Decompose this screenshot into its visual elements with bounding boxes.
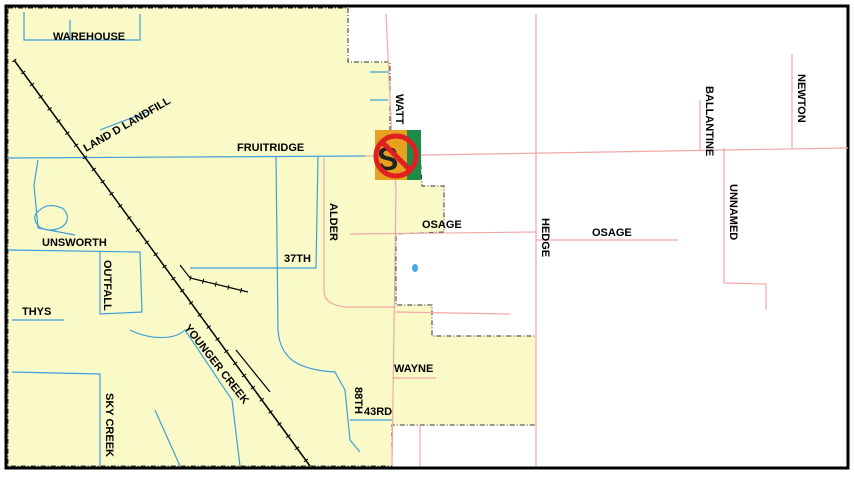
label-unsworth: UNSWORTH bbox=[42, 237, 107, 249]
label-wayne: WAYNE bbox=[394, 363, 433, 375]
label-fruitridge: FRUITRIDGE bbox=[237, 142, 304, 154]
label-88th: 88TH bbox=[352, 387, 364, 414]
label-osage-west: OSAGE bbox=[422, 219, 462, 231]
label-unnamed: UNNAMED bbox=[727, 184, 739, 240]
label-sky-creek: SKY CREEK bbox=[103, 393, 115, 457]
label-osage-east: OSAGE bbox=[592, 227, 632, 239]
label-thys: THYS bbox=[22, 306, 51, 318]
label-watt: WATT bbox=[393, 94, 405, 125]
label-warehouse: WAREHOUSE bbox=[53, 31, 125, 43]
label-newton: NEWTON bbox=[795, 74, 807, 123]
label-ballantine: BALLANTINE bbox=[703, 86, 715, 156]
railroad bbox=[11, 58, 313, 468]
label-alder: ALDER bbox=[327, 203, 339, 241]
pond-icon bbox=[412, 264, 418, 272]
label-outfall: OUTFALL bbox=[101, 260, 113, 311]
label-43rd: 43RD bbox=[364, 406, 392, 418]
label-37th: 37TH bbox=[284, 253, 311, 265]
waterways bbox=[7, 12, 392, 467]
label-hedge: HEDGE bbox=[539, 218, 551, 257]
prohibited-no-parking-icon[interactable]: S bbox=[373, 130, 421, 180]
